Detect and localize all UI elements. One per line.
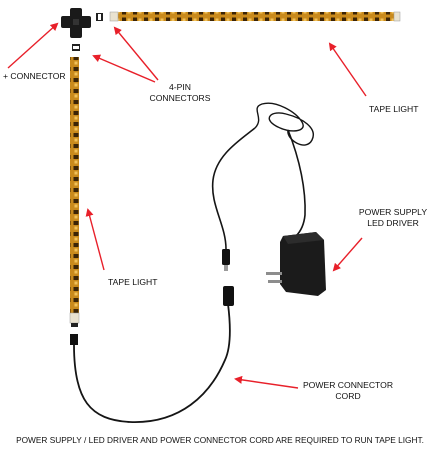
power-cord-label-line1: POWER CONNECTOR bbox=[302, 380, 394, 390]
power-supply-label-line1: POWER SUPPLY bbox=[358, 207, 428, 217]
four-pin-label-line2: CONNECTORS bbox=[149, 93, 211, 103]
power-connector-cord-label: POWER CONNECTOR CORD bbox=[298, 380, 398, 402]
four-pin-label-line1: 4-PIN bbox=[169, 82, 191, 92]
led-tape-light-icon bbox=[69, 57, 80, 327]
arrow-plus-connector bbox=[7, 22, 59, 69]
four-pin-connector-icon bbox=[72, 13, 103, 51]
led-tape-light-icon bbox=[109, 11, 401, 22]
arrow-tape-light-side bbox=[85, 208, 105, 271]
arrow-tape-light-top bbox=[328, 42, 367, 97]
tape-light-side-label: TAPE LIGHT bbox=[108, 277, 158, 287]
power-cord-icon bbox=[211, 102, 314, 271]
plus-connector-label: + CONNECTOR bbox=[3, 71, 66, 81]
power-cord-icon bbox=[70, 286, 234, 423]
plus-connector-icon bbox=[61, 8, 91, 38]
power-supply-label-line2: LED DRIVER bbox=[367, 218, 419, 228]
four-pin-connectors-label: 4-PIN CONNECTORS bbox=[140, 82, 220, 104]
caption: POWER SUPPLY / LED DRIVER AND POWER CONN… bbox=[16, 435, 424, 445]
arrow-power-supply bbox=[332, 237, 363, 272]
annotation-arrows bbox=[7, 22, 367, 389]
power-adapter-icon bbox=[266, 232, 326, 296]
power-supply-label: POWER SUPPLY LED DRIVER bbox=[352, 207, 434, 229]
tape-light-top-label: TAPE LIGHT bbox=[369, 104, 419, 114]
arrow-power-cord bbox=[234, 375, 299, 389]
arrow-four-pin-a bbox=[92, 54, 156, 83]
power-cord-label-line2: CORD bbox=[335, 391, 361, 401]
arrow-four-pin-b bbox=[113, 26, 159, 81]
